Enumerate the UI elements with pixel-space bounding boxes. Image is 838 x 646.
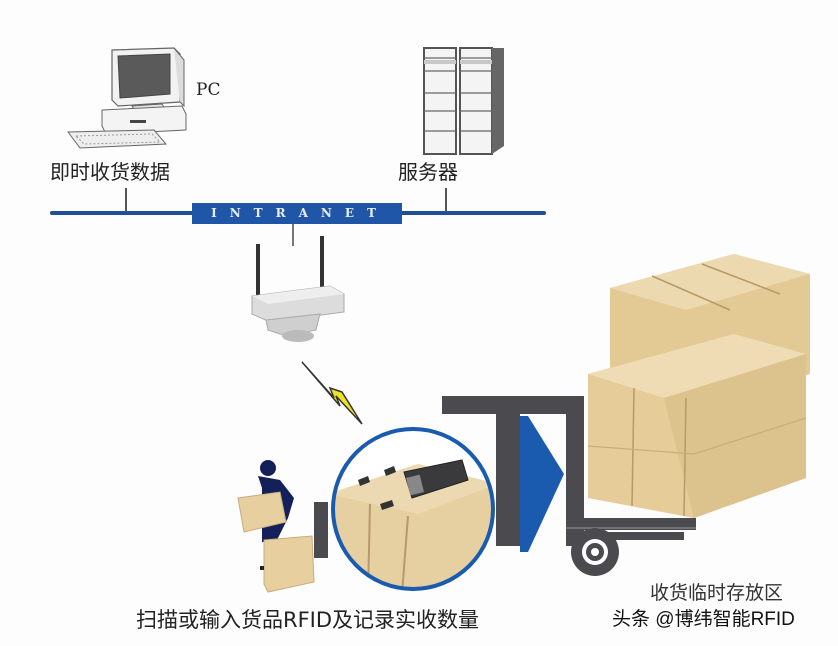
pc-drop-line <box>125 188 127 212</box>
wireless-signal-lightning-icon <box>301 361 363 425</box>
intranet-label: INTRANET <box>192 203 402 224</box>
server-rack-icon <box>423 47 504 155</box>
storage-area-caption: 收货临时存放区 <box>650 582 784 604</box>
scanner-magnifier-circle <box>331 427 495 591</box>
pc-caption: 即时收货数据 <box>50 160 170 184</box>
server-caption: 服务器 <box>398 160 458 184</box>
stacked-boxes-pallet-icon <box>587 254 810 518</box>
scan-step-caption: 扫描或输入货品RFID及记录实收数量 <box>136 608 480 632</box>
pc-computer-icon <box>67 47 187 149</box>
watermark: 头条 @博纬智能RFID <box>612 609 795 630</box>
wireless-access-point-icon <box>251 236 345 342</box>
worker-carrying-boxes-icon <box>237 460 315 593</box>
ap-drop-line <box>292 224 294 246</box>
forklift-icon <box>314 396 696 576</box>
server-drop-line <box>445 188 447 212</box>
pc-label: PC <box>196 80 221 100</box>
